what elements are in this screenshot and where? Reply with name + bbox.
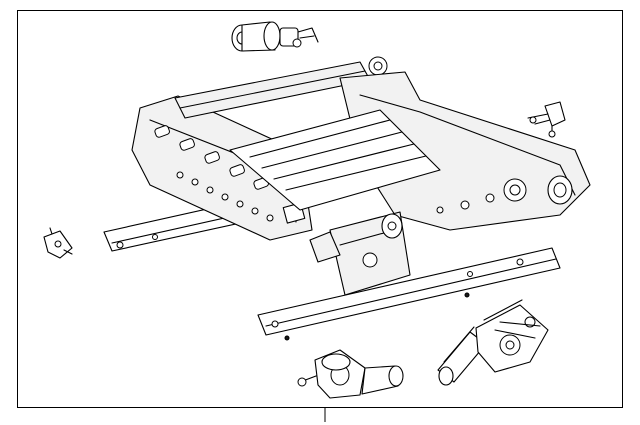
lumbar-motor-icon bbox=[231, 21, 319, 52]
tilt-motor-icon bbox=[297, 349, 404, 399]
seat-adjuster-motor-icon bbox=[437, 299, 549, 386]
connector-clip-icon bbox=[43, 227, 73, 259]
seat-track-assembly-icon bbox=[103, 56, 591, 341]
retaining-clip-icon bbox=[527, 101, 566, 138]
